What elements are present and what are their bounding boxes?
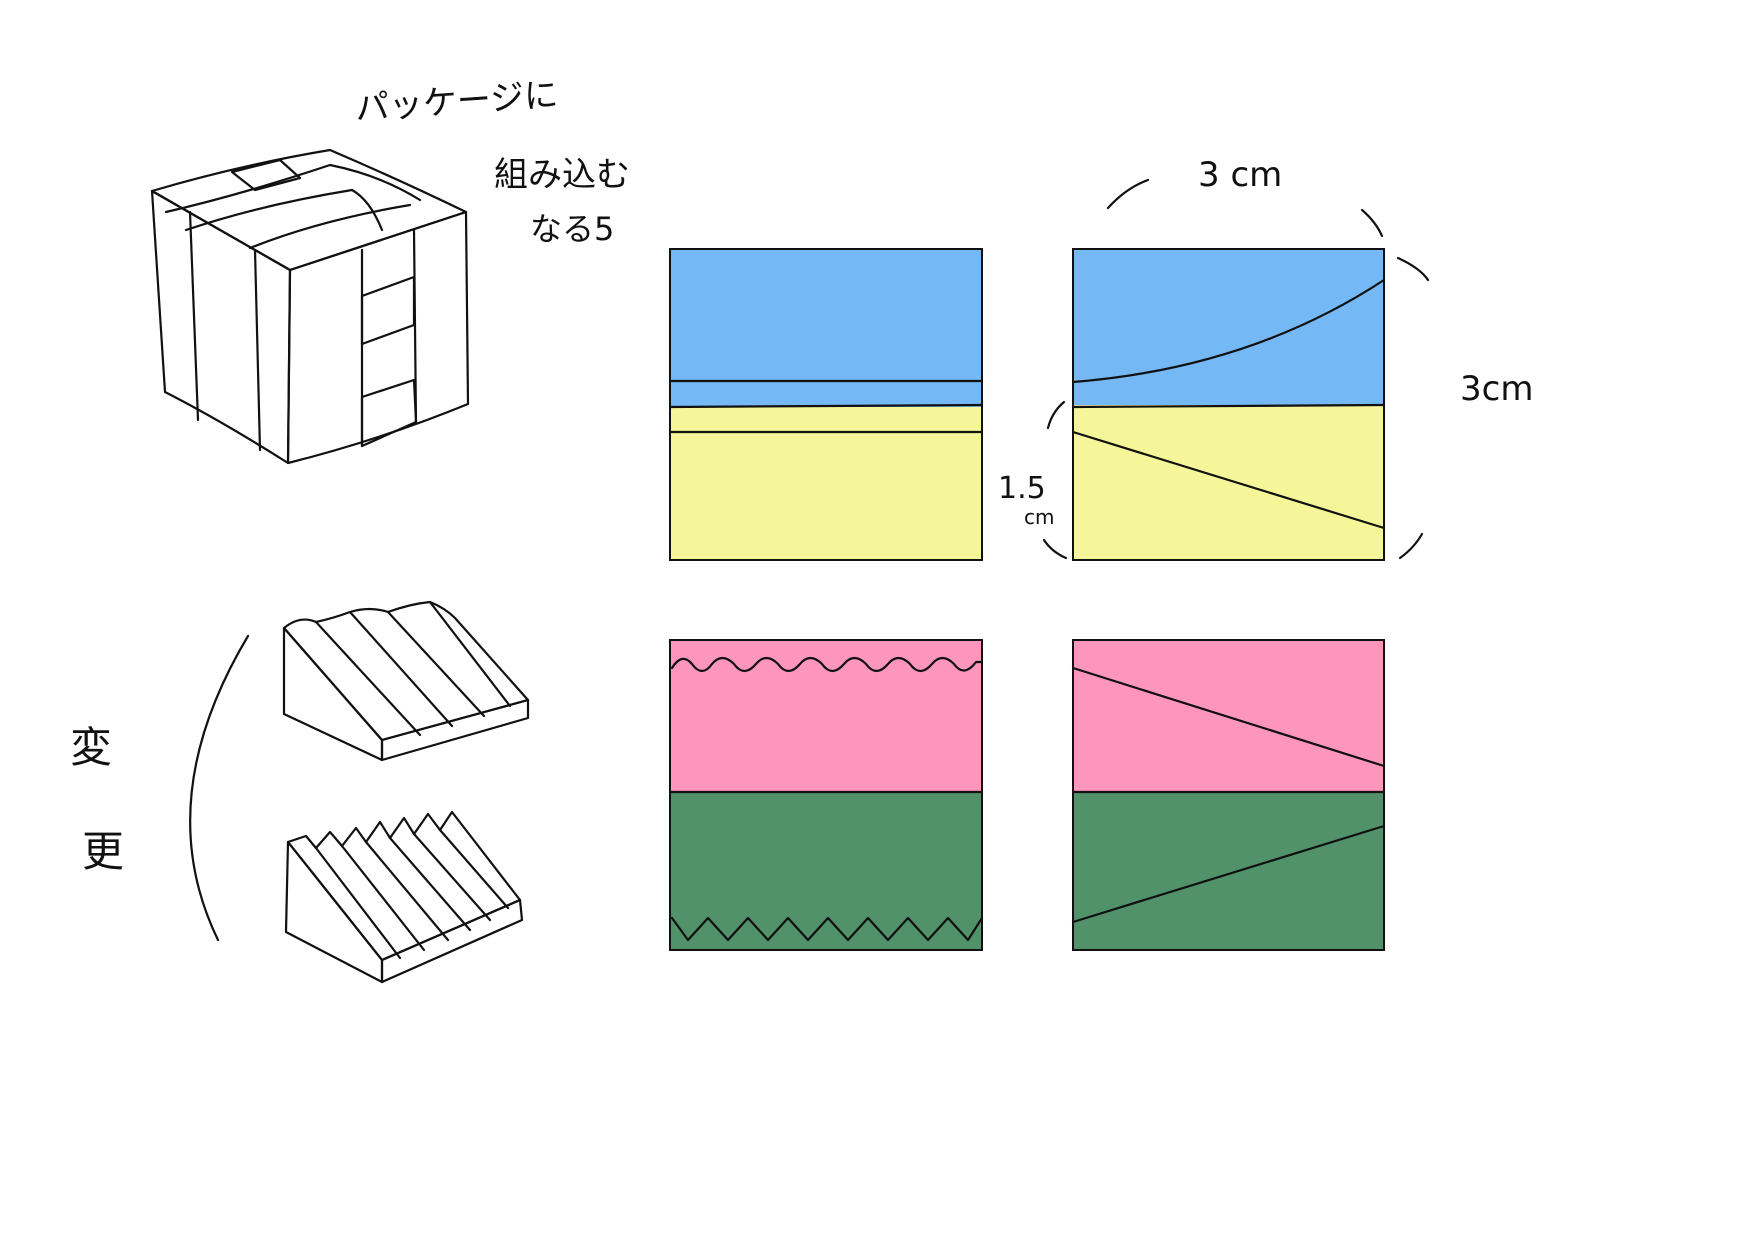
panel4-pink-diagonal bbox=[1071, 666, 1386, 768]
cube-right-face bbox=[286, 210, 470, 465]
dim-tick bbox=[1046, 400, 1066, 430]
panel-top-right bbox=[1071, 248, 1386, 561]
pink-slope-ridge bbox=[314, 620, 422, 737]
panel1-yellow-area bbox=[670, 407, 982, 560]
dim-right-label: 3cm bbox=[1460, 369, 1533, 409]
panel-bottom-left bbox=[668, 639, 984, 951]
cube-green-patch bbox=[230, 158, 302, 192]
panel3-pink-area bbox=[670, 640, 982, 792]
dim-tick bbox=[1360, 208, 1384, 238]
package-note-line1: パッケージに bbox=[354, 75, 560, 129]
pink-slope-side bbox=[380, 698, 530, 762]
panel1-blue-area bbox=[670, 249, 982, 407]
panel3-wave-line bbox=[670, 656, 984, 673]
dim-tick bbox=[1042, 538, 1068, 560]
package-note: パッケージに 組み込む なる5 bbox=[354, 75, 630, 248]
cube-top-seam bbox=[164, 163, 332, 214]
cube-top-seam bbox=[350, 188, 384, 232]
pink-slope-front bbox=[282, 626, 384, 762]
pink-slope-ridge bbox=[386, 610, 486, 718]
pink-slope-ridge bbox=[428, 600, 512, 708]
change-bracket bbox=[189, 634, 250, 942]
panel1-border bbox=[669, 248, 983, 561]
cube-top-seam bbox=[328, 163, 422, 202]
pink-slope-ridge bbox=[348, 610, 454, 728]
package-note-line3: なる5 bbox=[530, 210, 614, 248]
cube-blue-piece bbox=[360, 378, 418, 448]
cube-top-seam bbox=[248, 203, 412, 250]
panel2-curve bbox=[1071, 278, 1386, 384]
dim-left-unit: cm bbox=[1024, 505, 1054, 529]
green-slope-ridge bbox=[314, 846, 402, 960]
green-slope-ridge bbox=[364, 840, 450, 942]
panel2-yellow-area bbox=[1073, 405, 1384, 560]
green-slope-ridge bbox=[438, 828, 510, 910]
package-note-line2: 組み込む bbox=[494, 155, 630, 195]
cube-illustration bbox=[150, 148, 470, 465]
cube-top-seam bbox=[184, 188, 354, 232]
panel1-line bbox=[668, 403, 984, 409]
green-slope-ridge bbox=[412, 832, 492, 922]
cube-left-seam bbox=[188, 210, 200, 422]
cube-top-face bbox=[150, 148, 468, 272]
change-label-char2: 更 bbox=[82, 827, 124, 876]
green-slope-front bbox=[284, 840, 384, 984]
dim-tick bbox=[1396, 256, 1430, 282]
cube-left-face bbox=[150, 189, 292, 465]
change-label-char1: 変 bbox=[70, 723, 112, 772]
green-slope-ridge bbox=[388, 836, 472, 932]
panel4-green-area bbox=[1073, 792, 1384, 950]
dimension-marks: 3 cm 3cm 1.5 cm bbox=[998, 155, 1533, 560]
panel-bottom-right bbox=[1071, 639, 1386, 951]
dim-top-label: 3 cm bbox=[1198, 155, 1282, 195]
panel-top-left bbox=[668, 248, 984, 561]
cube-left-seam bbox=[253, 248, 262, 452]
green-slope-ridge bbox=[340, 844, 426, 952]
panel3-green-area bbox=[670, 792, 982, 950]
cube-pink-piece bbox=[360, 275, 416, 346]
pink-slope-piece bbox=[282, 600, 530, 762]
panel3-zigzag-line bbox=[670, 916, 984, 942]
panel4-border bbox=[1072, 639, 1385, 951]
dim-tick bbox=[1398, 532, 1424, 560]
dim-left-number: 1.5 bbox=[998, 471, 1046, 506]
dim-tick bbox=[1106, 178, 1150, 210]
panel2-border bbox=[1072, 248, 1385, 561]
cube-right-seam bbox=[412, 228, 418, 424]
panel3-border bbox=[669, 639, 983, 951]
panel2-divider bbox=[1071, 403, 1386, 409]
panel4-green-diagonal bbox=[1071, 824, 1386, 924]
green-slope-side bbox=[380, 898, 524, 984]
green-slope-piece bbox=[284, 810, 524, 984]
panel2-blue-area bbox=[1073, 249, 1384, 407]
panel2-slope-line bbox=[1071, 430, 1386, 530]
